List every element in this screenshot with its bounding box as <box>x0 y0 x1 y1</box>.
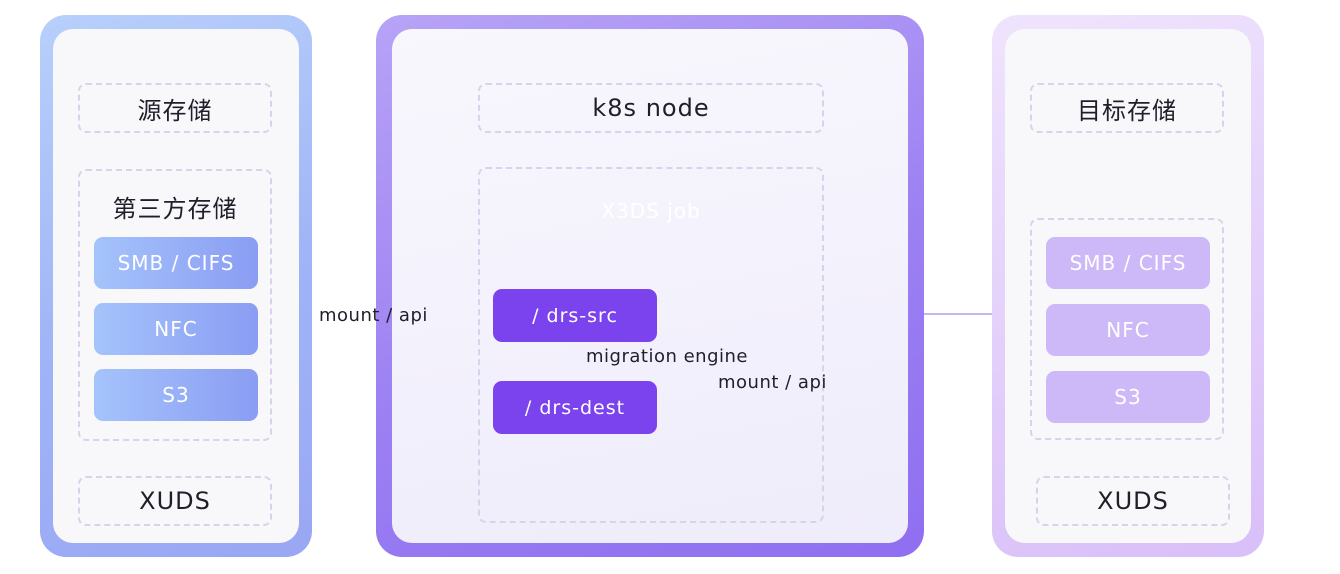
drs-dest-block: / drs-dest <box>493 381 657 434</box>
target-item-nfc: NFC <box>1046 304 1210 356</box>
target-storage-panel: 目标存储 SMB / CIFS NFC S3 XUDS <box>992 15 1264 557</box>
x3ds-job-group: X3DS job <box>478 167 824 523</box>
k8s-node-panel: k8s node X3DS job <box>376 15 924 557</box>
source-item-smb: SMB / CIFS <box>94 237 258 289</box>
source-item-nfc: NFC <box>94 303 258 355</box>
source-title: 源存储 <box>137 96 213 125</box>
third-party-title: 第三方存储 <box>112 195 238 223</box>
target-title-box: 目标存储 <box>1030 83 1224 133</box>
source-footer: XUDS <box>139 487 211 515</box>
target-title: 目标存储 <box>1077 96 1177 125</box>
target-item-s3: S3 <box>1046 371 1210 423</box>
target-storage-group: SMB / CIFS NFC S3 <box>1030 218 1224 440</box>
drs-src-block: / drs-src <box>493 289 657 342</box>
k8s-node-inner: k8s node X3DS job <box>392 29 908 543</box>
migration-engine-label: migration engine <box>586 346 748 367</box>
right-mount-label: mount / api <box>718 372 827 393</box>
target-item-smb: SMB / CIFS <box>1046 237 1210 289</box>
node-title-box: k8s node <box>478 83 824 133</box>
target-storage-inner: 目标存储 SMB / CIFS NFC S3 XUDS <box>1005 29 1251 543</box>
source-item-s3: S3 <box>94 369 258 421</box>
target-footer: XUDS <box>1097 487 1169 515</box>
target-footer-box: XUDS <box>1036 476 1230 526</box>
left-mount-label: mount / api <box>319 305 428 326</box>
third-party-group: 第三方存储 SMB / CIFS NFC S3 <box>78 169 272 441</box>
source-storage-panel: 源存储 第三方存储 SMB / CIFS NFC S3 XUDS <box>40 15 312 557</box>
job-title: X3DS job <box>601 199 701 223</box>
source-title-box: 源存储 <box>78 83 272 133</box>
source-footer-box: XUDS <box>78 476 272 526</box>
source-storage-inner: 源存储 第三方存储 SMB / CIFS NFC S3 XUDS <box>53 29 299 543</box>
node-title: k8s node <box>592 94 710 122</box>
